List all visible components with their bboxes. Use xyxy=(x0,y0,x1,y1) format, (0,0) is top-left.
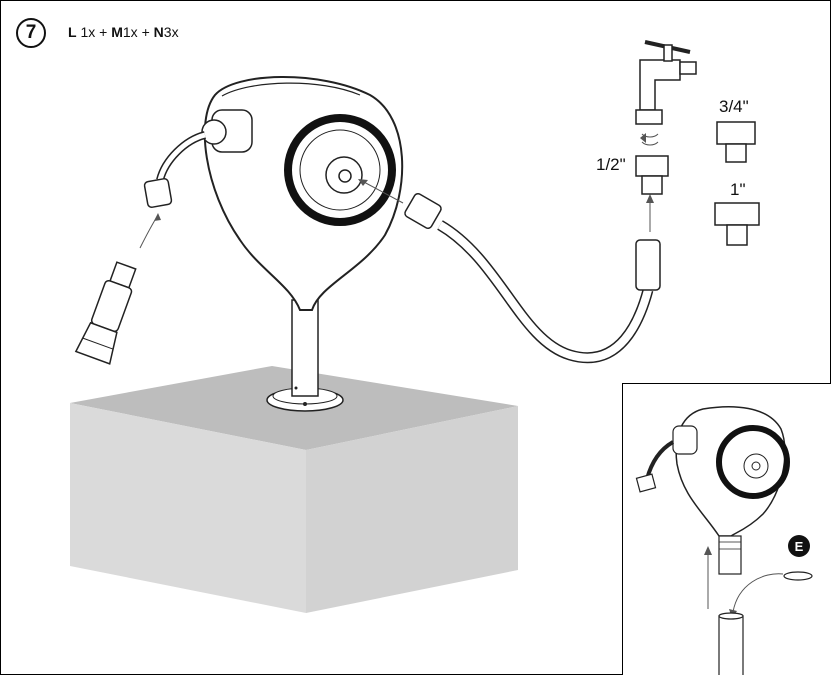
adapter-three-quarter-inch xyxy=(717,122,755,162)
detail-inset xyxy=(622,383,831,675)
adapter-label-three-quarter: 3/4" xyxy=(719,97,749,117)
mounting-post xyxy=(267,300,343,411)
adapter-half-inch xyxy=(636,156,668,194)
adapter-one-inch xyxy=(715,203,759,245)
left-hose xyxy=(140,135,205,248)
hose-reel xyxy=(202,77,402,310)
water-tap xyxy=(636,42,696,145)
part-e-badge: E xyxy=(788,535,810,557)
inset-illustration xyxy=(623,384,831,675)
part-e-letter: E xyxy=(795,539,804,554)
spray-nozzle xyxy=(76,259,143,363)
adapter-label-half: 1/2" xyxy=(596,155,626,175)
long-hose xyxy=(358,179,660,358)
adapter-label-one: 1" xyxy=(730,180,746,200)
